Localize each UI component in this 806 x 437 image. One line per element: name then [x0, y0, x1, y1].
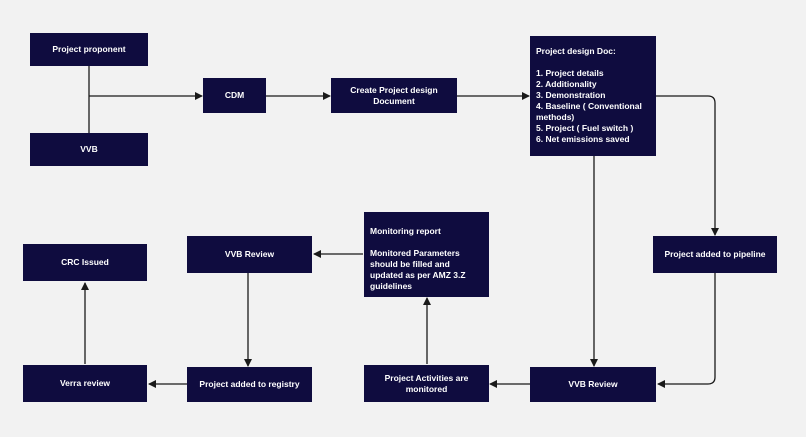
monitoring-report-body: Monitored Parameters should be filled an…	[370, 248, 466, 291]
pdd-item-baseline: 4. Baseline ( Conventional methods)	[536, 101, 642, 122]
pdd-item-demonstration: 3. Demonstration	[536, 90, 606, 100]
node-project-proponent[interactable]: Project proponent	[30, 33, 148, 66]
node-vvb[interactable]: VVB	[30, 133, 148, 166]
node-label: VVB	[80, 144, 98, 154]
node-label: Project Activities are monitored	[384, 372, 469, 394]
node-project-added-to-pipeline[interactable]: Project added to pipeline	[653, 236, 777, 273]
node-label: Project added to pipeline	[664, 249, 766, 259]
monitoring-report-title: Monitoring report	[370, 226, 441, 236]
node-verra-review[interactable]: Verra review	[23, 365, 147, 402]
edge-pipeline-to-vvb-review	[657, 273, 716, 388]
pdd-item-project-details: 1. Project details	[536, 68, 604, 78]
node-label: CRC Issued	[61, 257, 109, 267]
pdd-item-additionality: 2. Additionality	[536, 79, 597, 89]
node-label: VVB Review	[568, 379, 618, 389]
node-create-project-design-document[interactable]: Create Project design Document	[331, 78, 457, 113]
node-cdm[interactable]: CDM	[203, 78, 266, 113]
node-label: Create Project design Document	[350, 84, 438, 106]
node-project-design-doc[interactable]: Project design Doc: 1. Project details 2…	[530, 36, 656, 156]
node-vvb-review-left[interactable]: VVB Review	[187, 236, 312, 273]
node-monitoring-report[interactable]: Monitoring report Monitored Parameters s…	[364, 212, 489, 297]
node-label: Project added to registry	[199, 379, 300, 389]
node-crc-issued[interactable]: CRC Issued	[23, 244, 147, 281]
node-label: Project proponent	[52, 44, 126, 54]
edge-pdd-to-pipeline	[656, 95, 719, 236]
node-vvb-review-right[interactable]: VVB Review	[530, 367, 656, 402]
node-label: CDM	[224, 90, 245, 100]
pdd-item-project-fuel-switch: 5. Project ( Fuel switch )	[536, 123, 634, 133]
node-project-activities-monitored[interactable]: Project Activities are monitored	[364, 365, 489, 402]
node-label: Verra review	[59, 378, 111, 388]
pdd-item-net-emissions: 6. Net emissions saved	[536, 134, 630, 144]
node-project-added-to-registry[interactable]: Project added to registry	[187, 367, 312, 402]
pdd-title: Project design Doc:	[536, 46, 616, 56]
node-label: VVB Review	[224, 249, 275, 259]
